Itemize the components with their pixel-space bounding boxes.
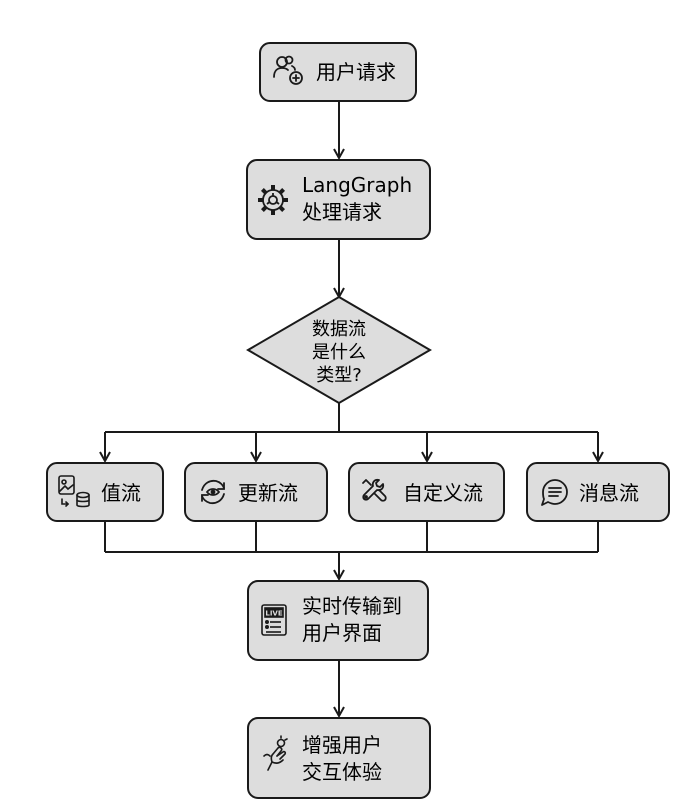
value-stream-label: 值流 (101, 481, 141, 505)
svg-text:LIVE: LIVE (265, 610, 282, 618)
langgraph-label-line2: 处理请求 (302, 200, 382, 224)
user-request-label: 用户请求 (316, 60, 396, 84)
custom-stream-label: 自定义流 (403, 481, 483, 505)
realtime-label-line2: 用户界面 (302, 621, 382, 645)
update-stream-label: 更新流 (238, 481, 298, 505)
connectors (105, 101, 598, 716)
enhance-label-line1: 增强用户 (302, 733, 382, 757)
user-add-icon (273, 55, 303, 85)
node-enhance: 增强用户 交互体验 (247, 717, 431, 799)
tools-icon (362, 478, 387, 502)
refresh-eye-icon (201, 479, 225, 505)
hand-gesture-icon (263, 735, 288, 771)
langgraph-label-line1: LangGraph (302, 173, 412, 197)
live-screen-icon: LIVE (261, 604, 287, 636)
message-stream-label: 消息流 (579, 481, 639, 505)
enhance-label-line2: 交互体验 (302, 760, 382, 784)
decision-label-line2: 是什么 (312, 342, 366, 363)
node-langgraph: LangGraph 处理请求 (246, 159, 431, 240)
node-update-stream: 更新流 (184, 462, 328, 522)
chat-bubble-icon (541, 479, 568, 506)
realtime-label-line1: 实时传输到 (302, 594, 402, 618)
node-realtime: LIVE 实时传输到 用户界面 (247, 580, 429, 661)
decision-label-line1: 数据流 (312, 319, 366, 340)
node-user-request: 用户请求 (259, 42, 417, 102)
image-database-icon (58, 475, 90, 508)
gear-icon (258, 185, 288, 215)
node-custom-stream: 自定义流 (348, 462, 505, 522)
node-message-stream: 消息流 (526, 462, 670, 522)
decision-label-line3: 类型? (316, 365, 362, 386)
node-value-stream: 值流 (46, 462, 164, 522)
node-decision: 数据流 是什么 类型? (246, 295, 432, 405)
